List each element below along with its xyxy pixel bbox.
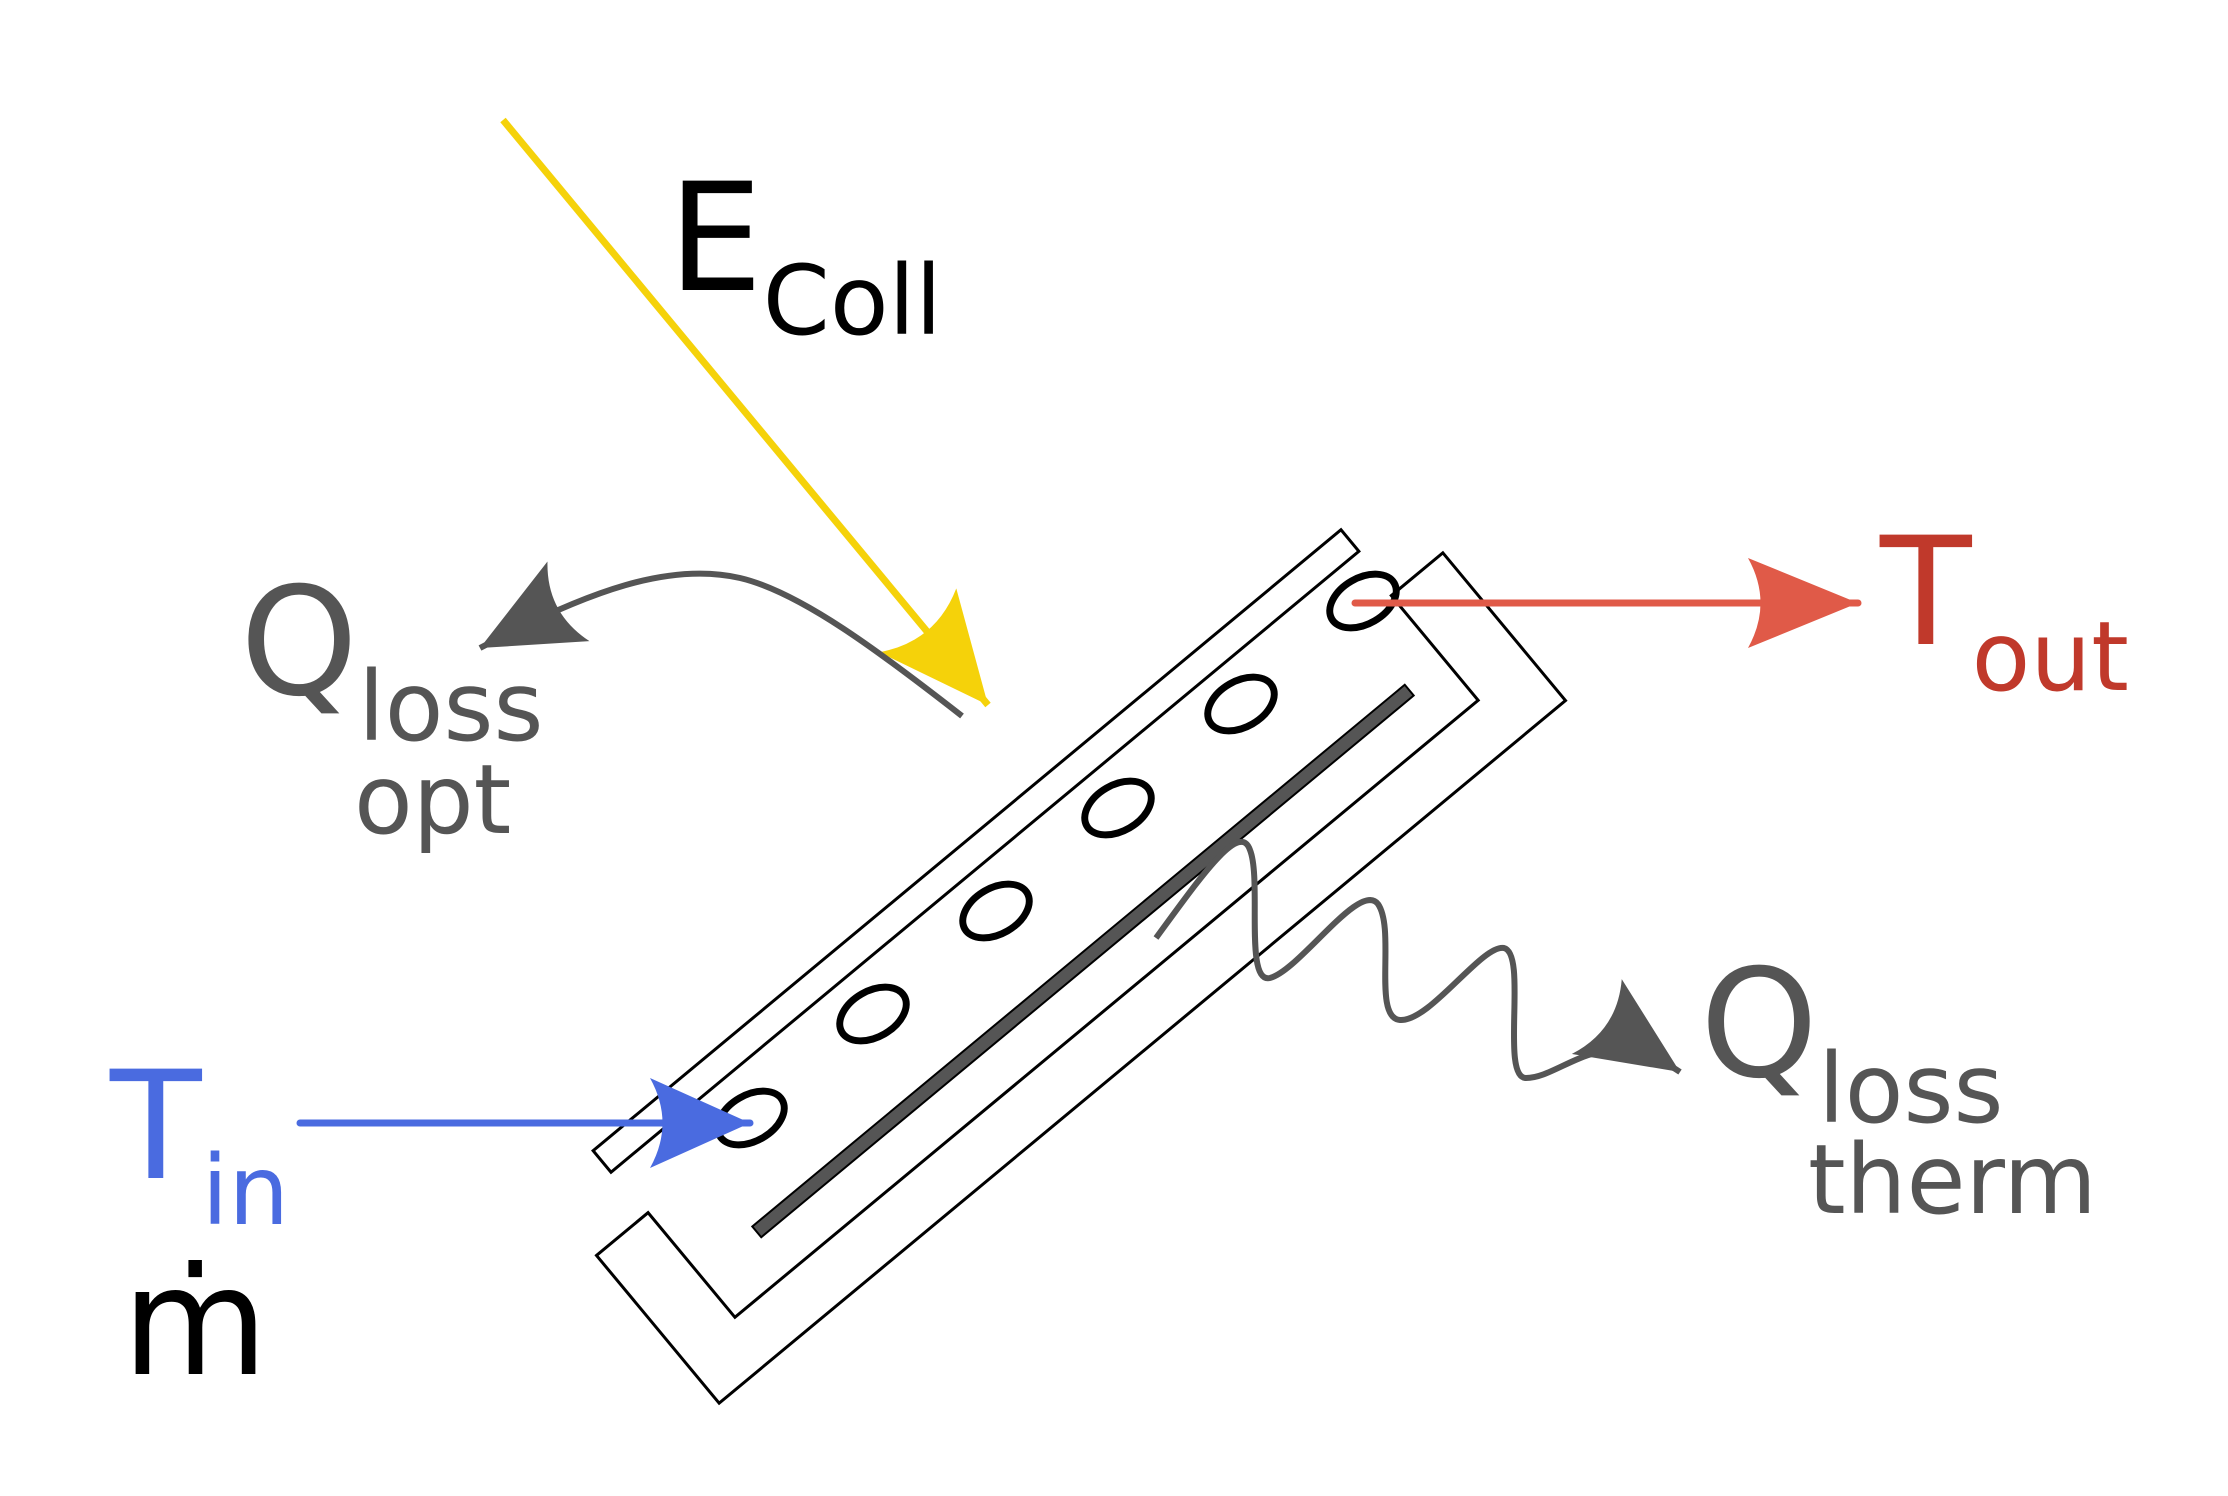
q-loss-therm-sub2: therm bbox=[1808, 1124, 2097, 1236]
t-in-symbol: T bbox=[110, 1040, 202, 1214]
fluid-tube bbox=[959, 880, 1033, 942]
thermal-loss-arrow bbox=[1153, 838, 1682, 1082]
fluid-tube bbox=[836, 983, 910, 1045]
fluid-tube bbox=[1081, 777, 1155, 839]
q-loss-opt-symbol: Q bbox=[240, 556, 359, 730]
fluid-tube bbox=[714, 1087, 788, 1149]
absorber-plate bbox=[750, 683, 1416, 1239]
t-out-label: Tout bbox=[1880, 518, 2129, 705]
q-loss-opt-label: Qloss bbox=[240, 568, 544, 755]
e-coll-label: EColl bbox=[668, 164, 942, 349]
mass-flow-label: ṁ bbox=[122, 1236, 269, 1410]
e-coll-symbol: E bbox=[668, 152, 763, 326]
t-in-subscript: in bbox=[201, 1135, 290, 1247]
glass-cover bbox=[591, 527, 1361, 1175]
q-loss-opt-sub2: opt bbox=[354, 744, 512, 856]
q-loss-therm-subscript: loss bbox=[1818, 1033, 2004, 1145]
fluid-tube bbox=[1204, 673, 1278, 735]
solar-irradiance-arrow bbox=[500, 117, 991, 708]
q-loss-therm-label: Qloss bbox=[1700, 950, 2004, 1137]
t-out-symbol: T bbox=[1880, 506, 1972, 680]
t-out-subscript: out bbox=[1971, 601, 2129, 713]
fluid-tube bbox=[1326, 570, 1400, 632]
q-loss-opt-subscript: loss bbox=[358, 651, 544, 763]
e-coll-subscript: Coll bbox=[762, 245, 942, 357]
collector-housing bbox=[594, 550, 1568, 1406]
t-in-label: Tin bbox=[110, 1052, 289, 1239]
optical-loss-arrow bbox=[478, 561, 964, 719]
q-loss-therm-symbol: Q bbox=[1700, 938, 1819, 1112]
